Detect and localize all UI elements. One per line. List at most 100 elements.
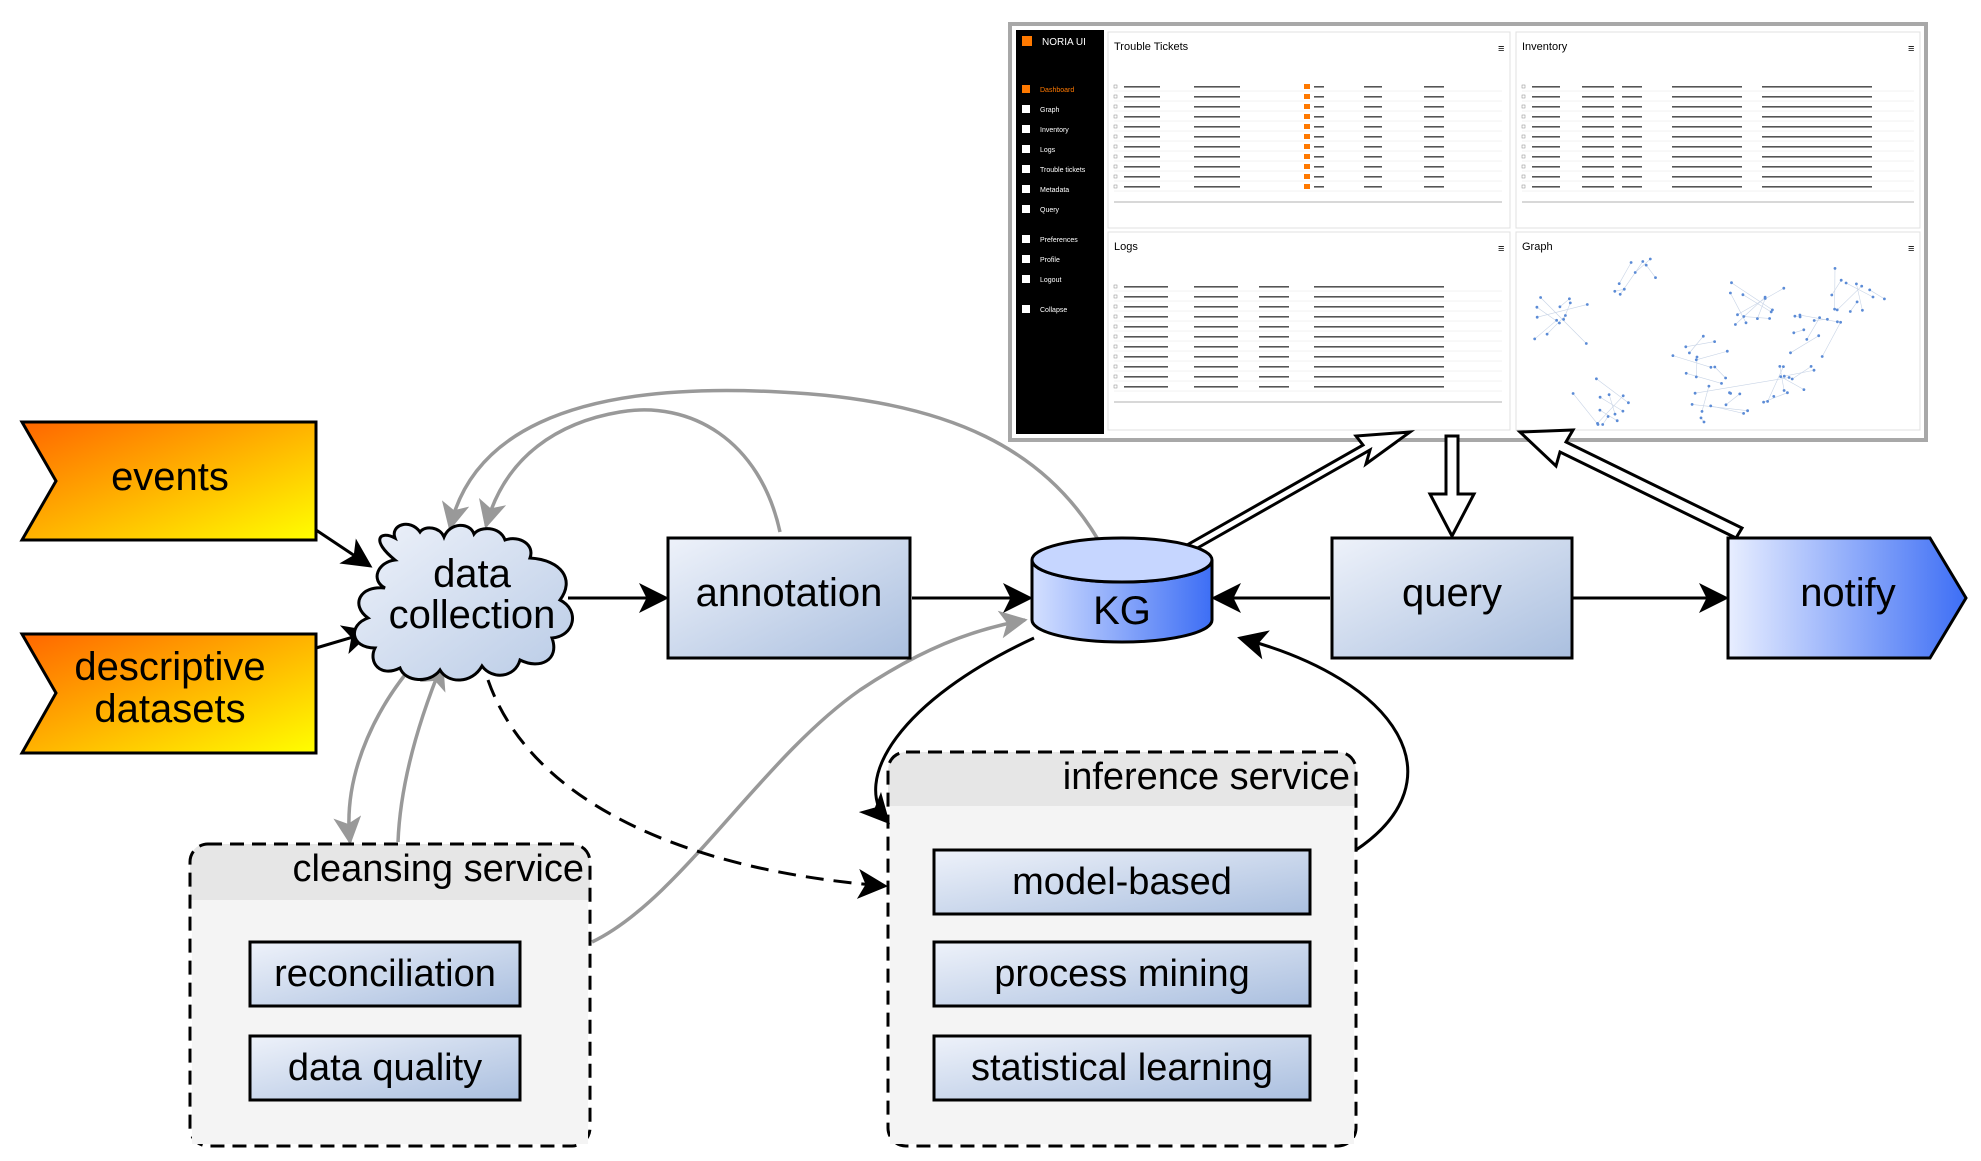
graph-node <box>1724 376 1727 380</box>
graph-node <box>1701 334 1705 338</box>
row-cell <box>1762 126 1872 128</box>
row-cell <box>1364 126 1382 128</box>
row-cell <box>1582 176 1614 178</box>
row-checkbox[interactable] <box>1113 184 1118 189</box>
row-checkbox[interactable] <box>1113 344 1118 349</box>
row-cell <box>1259 336 1289 338</box>
row-checkbox[interactable] <box>1113 374 1118 379</box>
row-checkbox[interactable] <box>1521 144 1526 149</box>
row-checkbox[interactable] <box>1113 304 1118 309</box>
row-cell <box>1762 166 1872 168</box>
nav-item[interactable]: Logs <box>1040 147 1056 154</box>
nav-item[interactable]: Collapse <box>1040 307 1067 314</box>
nav-item[interactable]: Profile <box>1040 257 1060 264</box>
row-cell <box>1424 156 1444 158</box>
row-checkbox[interactable] <box>1113 94 1118 99</box>
graph-node <box>1617 282 1621 285</box>
row-cell <box>1314 346 1444 348</box>
menu-icon[interactable]: ≡ <box>1908 243 1914 255</box>
graph-node <box>1818 316 1821 319</box>
row-cell <box>1314 166 1324 168</box>
graph-node <box>1812 319 1816 322</box>
row-checkbox[interactable] <box>1113 384 1118 389</box>
row-cell <box>1532 136 1560 138</box>
graph-node <box>1621 394 1625 398</box>
graph-node <box>1782 389 1786 392</box>
dashboard-sidebar <box>1016 30 1104 434</box>
graph-node <box>1730 281 1733 285</box>
row-cell <box>1314 356 1444 358</box>
nav-item[interactable]: Inventory <box>1040 127 1069 134</box>
panel-title: Logs <box>1114 241 1138 253</box>
graph-node <box>1615 419 1619 423</box>
menu-icon[interactable]: ≡ <box>1498 43 1504 55</box>
row-cell <box>1124 296 1168 298</box>
row-checkbox[interactable] <box>1113 294 1118 299</box>
row-checkbox[interactable] <box>1113 334 1118 339</box>
graph-node <box>1833 307 1836 311</box>
row-cell <box>1364 186 1382 188</box>
graph-node <box>1709 365 1713 369</box>
row-checkbox[interactable] <box>1113 114 1118 119</box>
row-cell <box>1424 186 1444 188</box>
row-checkbox[interactable] <box>1113 124 1118 129</box>
graph-node <box>1782 365 1785 368</box>
row-checkbox[interactable] <box>1113 134 1118 139</box>
nav-item[interactable]: Dashboard <box>1040 87 1074 94</box>
row-checkbox[interactable] <box>1521 94 1526 99</box>
row-checkbox[interactable] <box>1113 144 1118 149</box>
row-checkbox[interactable] <box>1113 284 1118 289</box>
graph-node <box>1805 338 1809 341</box>
severity-badge <box>1304 134 1310 139</box>
row-checkbox[interactable] <box>1521 124 1526 129</box>
panel-graph: Graph ≡ <box>1515 231 1921 431</box>
graph-node <box>1738 392 1742 396</box>
menu-icon[interactable]: ≡ <box>1498 243 1504 255</box>
graph-node <box>1778 365 1782 368</box>
severity-badge <box>1304 164 1310 169</box>
row-checkbox[interactable] <box>1521 84 1526 89</box>
row-checkbox[interactable] <box>1521 154 1526 159</box>
row-checkbox[interactable] <box>1521 184 1526 189</box>
graph-node <box>1772 395 1776 398</box>
row-checkbox[interactable] <box>1113 174 1118 179</box>
row-cell <box>1194 106 1240 108</box>
row-checkbox[interactable] <box>1113 84 1118 89</box>
nav-icon <box>1022 145 1030 153</box>
row-checkbox[interactable] <box>1113 314 1118 319</box>
row-checkbox[interactable] <box>1113 164 1118 169</box>
row-cell <box>1124 116 1160 118</box>
panel-title: Trouble Tickets <box>1114 41 1189 53</box>
nav-item[interactable]: Logout <box>1040 277 1061 284</box>
graph-node <box>1793 314 1797 318</box>
row-cell <box>1672 96 1742 98</box>
nav-item[interactable]: Trouble tickets <box>1040 167 1086 174</box>
graph-node <box>1695 355 1699 359</box>
nav-item[interactable]: Preferences <box>1040 237 1078 244</box>
graph-visualization[interactable] <box>1533 257 1886 426</box>
row-cell <box>1532 86 1560 88</box>
graph-node <box>1787 376 1791 379</box>
row-checkbox[interactable] <box>1521 134 1526 139</box>
row-cell <box>1622 186 1642 188</box>
nav-item[interactable]: Graph <box>1040 107 1060 114</box>
row-checkbox[interactable] <box>1521 114 1526 119</box>
graph-node <box>1860 284 1864 288</box>
row-cell <box>1364 116 1382 118</box>
menu-icon[interactable]: ≡ <box>1908 43 1914 55</box>
row-checkbox[interactable] <box>1521 104 1526 109</box>
row-checkbox[interactable] <box>1113 324 1118 329</box>
nav-item[interactable]: Metadata <box>1040 187 1069 194</box>
row-cell <box>1622 86 1642 88</box>
row-checkbox[interactable] <box>1113 354 1118 359</box>
nav-item[interactable]: Query <box>1040 207 1060 214</box>
hollow-arrows <box>1184 428 1745 552</box>
row-checkbox[interactable] <box>1521 164 1526 169</box>
graph-node <box>1771 308 1774 312</box>
row-checkbox[interactable] <box>1113 154 1118 159</box>
graph-node <box>1693 391 1697 395</box>
arrow-inference-to-kg <box>1237 630 1410 852</box>
row-checkbox[interactable] <box>1113 364 1118 369</box>
row-checkbox[interactable] <box>1113 104 1118 109</box>
row-checkbox[interactable] <box>1521 174 1526 179</box>
